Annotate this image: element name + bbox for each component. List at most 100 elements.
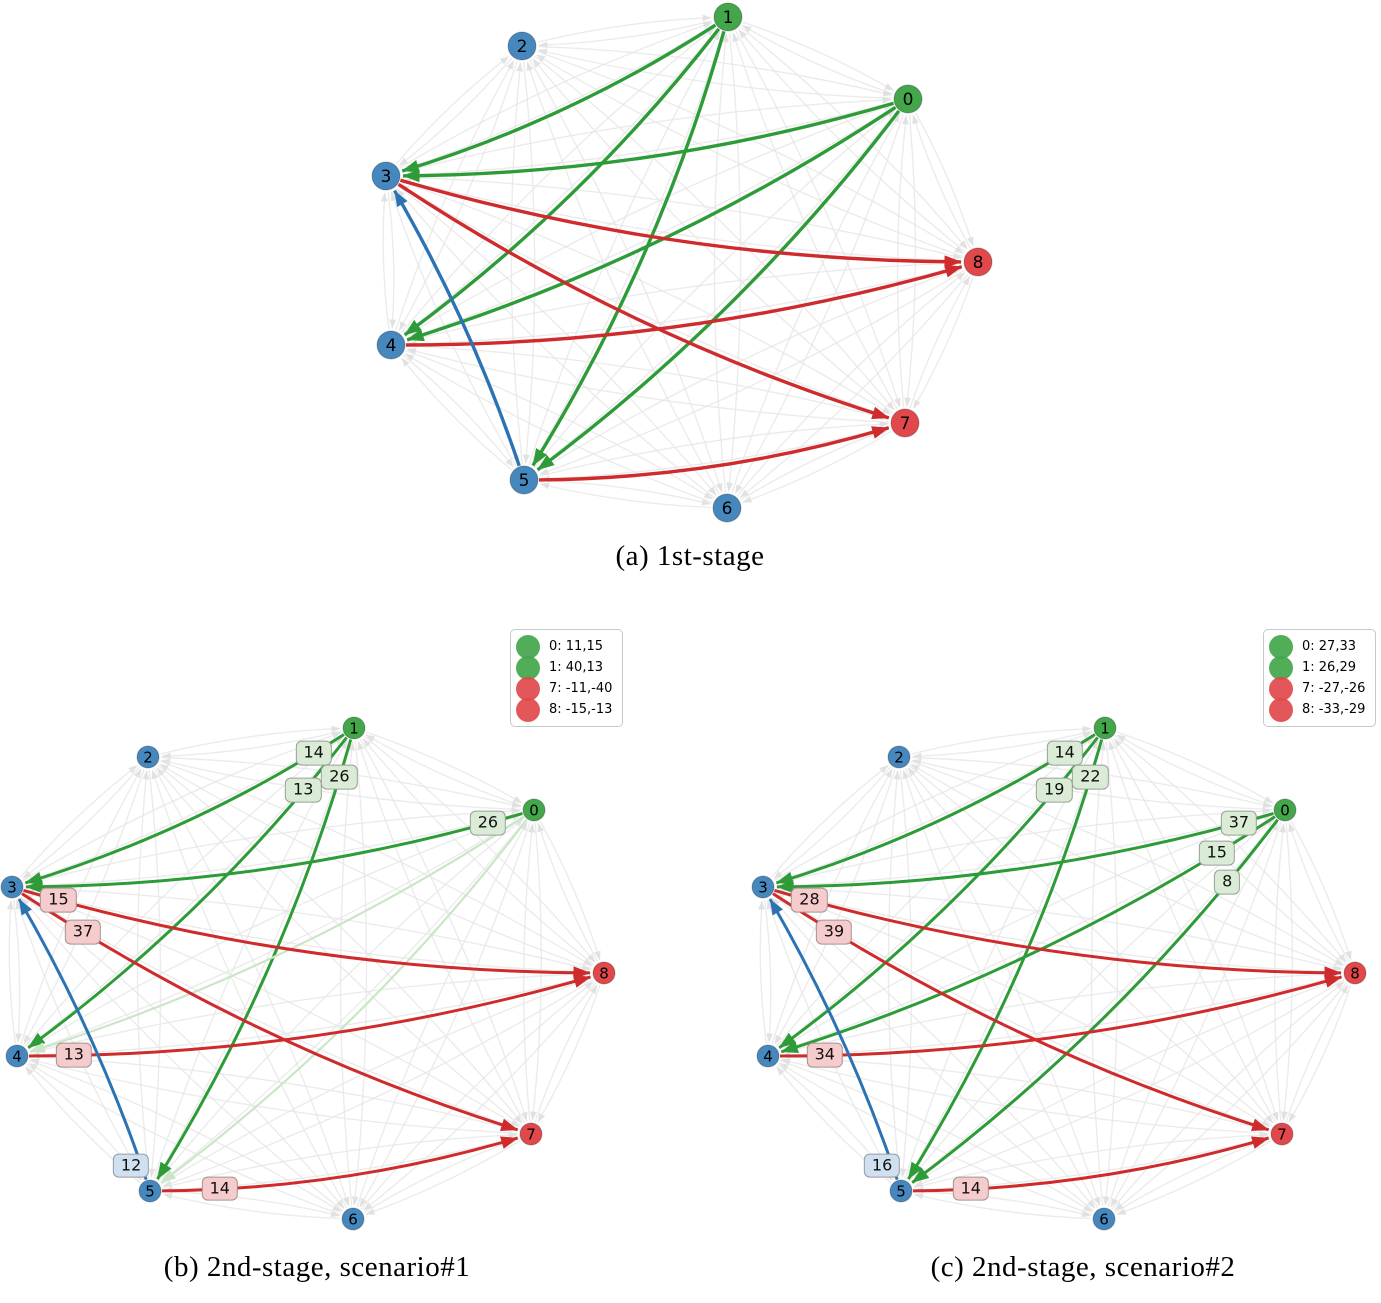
background-edge: [29, 816, 524, 1052]
background-edge: [366, 731, 523, 804]
background-edge: [359, 738, 528, 1122]
node-c-5: [889, 1179, 913, 1203]
node-c-2: [887, 745, 911, 769]
background-edge: [396, 188, 715, 499]
background-edge: [713, 33, 729, 493]
background-edge: [913, 1190, 1091, 1218]
flow-edge-b-4-8: [28, 975, 591, 1058]
background-edge: [537, 822, 599, 962]
node-label-a-1: 1: [723, 8, 734, 28]
background-edge: [30, 975, 592, 1059]
background-edge: [726, 32, 742, 492]
background-edge: [775, 736, 1095, 1047]
legend-node-dot-icon: [1269, 676, 1293, 701]
flow-edge-b-1-5: [156, 739, 353, 1180]
background-edge: [380, 192, 390, 330]
caption-subfigure-c: (c) 2nd-stage, scenario#2: [930, 1251, 1236, 1283]
node-b-2: [136, 745, 160, 769]
background-edge: [770, 765, 889, 878]
flow-edge-b-5-3: [17, 898, 148, 1181]
node-label-c-1: 1: [1100, 719, 1110, 737]
background-edge: [25, 812, 522, 890]
background-edge: [363, 1138, 519, 1213]
background-edge: [401, 357, 513, 471]
legend-node-dot-icon: [516, 697, 540, 722]
background-edge: [538, 48, 893, 100]
background-edge: [23, 890, 520, 1128]
node-a-7: [890, 408, 920, 438]
background-edge: [402, 178, 963, 262]
node-label-a-7: 7: [900, 414, 911, 434]
node-c-1: [1093, 716, 1117, 740]
background-edge: [363, 982, 597, 1211]
flow-edge-a-3-7: [397, 182, 890, 420]
legend-node-dot-icon: [516, 676, 540, 701]
legend-item-label: 1: 40,13: [549, 660, 603, 675]
background-edge: [775, 886, 1342, 971]
background-edge: [28, 1062, 342, 1216]
background-edge: [539, 269, 965, 475]
node-b-1: [342, 716, 366, 740]
background-edge: [395, 55, 510, 165]
node-a-8: [963, 247, 993, 277]
background-edge: [776, 1066, 892, 1184]
node-c-0: [1273, 798, 1297, 822]
background-edge: [363, 735, 596, 963]
node-label-a-8: 8: [973, 253, 984, 273]
background-edge: [531, 31, 724, 466]
background-edge: [739, 273, 969, 498]
node-b-3: [0, 875, 24, 899]
flow-edge-a-0-4: [406, 105, 897, 342]
background-edge: [740, 428, 890, 501]
node-label-c-8: 8: [1350, 964, 1360, 982]
caption-subfigure-a: (a) 1st-stage: [615, 540, 765, 572]
background-edge: [910, 763, 1344, 970]
node-b-8: [592, 961, 616, 985]
node-label-b-1: 1: [349, 719, 359, 737]
legend-item: 7: -27,-26: [1269, 676, 1365, 701]
legend-node-dot-icon: [1269, 697, 1293, 722]
background-edge: [157, 764, 523, 1124]
background-edge: [365, 1140, 521, 1215]
background-edge: [780, 970, 1342, 1054]
background-edge: [400, 184, 891, 419]
background-edge: [162, 979, 594, 1187]
node-a-5: [509, 465, 539, 495]
background-edge: [887, 770, 901, 1179]
background-edge: [757, 900, 767, 1044]
background-edge: [29, 1056, 518, 1132]
node-c-6: [1092, 1207, 1116, 1231]
node-label-a-5: 5: [519, 471, 530, 491]
background-edge: [17, 897, 147, 1179]
background-edge: [781, 975, 1343, 1059]
node-label-b-0: 0: [529, 801, 539, 819]
background-edge: [764, 899, 774, 1043]
background-edge: [359, 822, 531, 1208]
background-edge: [19, 765, 138, 878]
background-edge: [406, 259, 962, 342]
node-c-8: [1343, 961, 1367, 985]
flow-edge-b-3-8: [23, 888, 591, 980]
background-edge: [160, 977, 592, 1185]
background-edge: [387, 191, 397, 329]
legend-item: 8: -33,-29: [1269, 697, 1365, 722]
node-a-6: [712, 493, 742, 523]
background-edge: [538, 20, 713, 49]
background-edge: [734, 113, 904, 494]
legend-item: 1: 40,13: [516, 655, 612, 680]
background-edge: [771, 897, 1095, 1212]
background-edge: [1116, 1140, 1272, 1215]
background-edge: [536, 50, 964, 254]
background-edge: [30, 1058, 519, 1134]
legend-node-dot-icon: [1269, 634, 1293, 659]
caption-subfigure-b: (b) 2nd-stage, scenario#1: [163, 1251, 471, 1283]
background-edge: [537, 985, 601, 1123]
background-edge: [914, 1192, 1092, 1220]
node-label-c-0: 0: [1280, 801, 1290, 819]
flow-edge-c-3-8: [774, 888, 1342, 980]
background-edge: [534, 55, 895, 411]
node-label-a-6: 6: [722, 499, 733, 519]
node-a-4: [376, 330, 406, 360]
legend-item-label: 1: 26,29: [1302, 660, 1356, 675]
